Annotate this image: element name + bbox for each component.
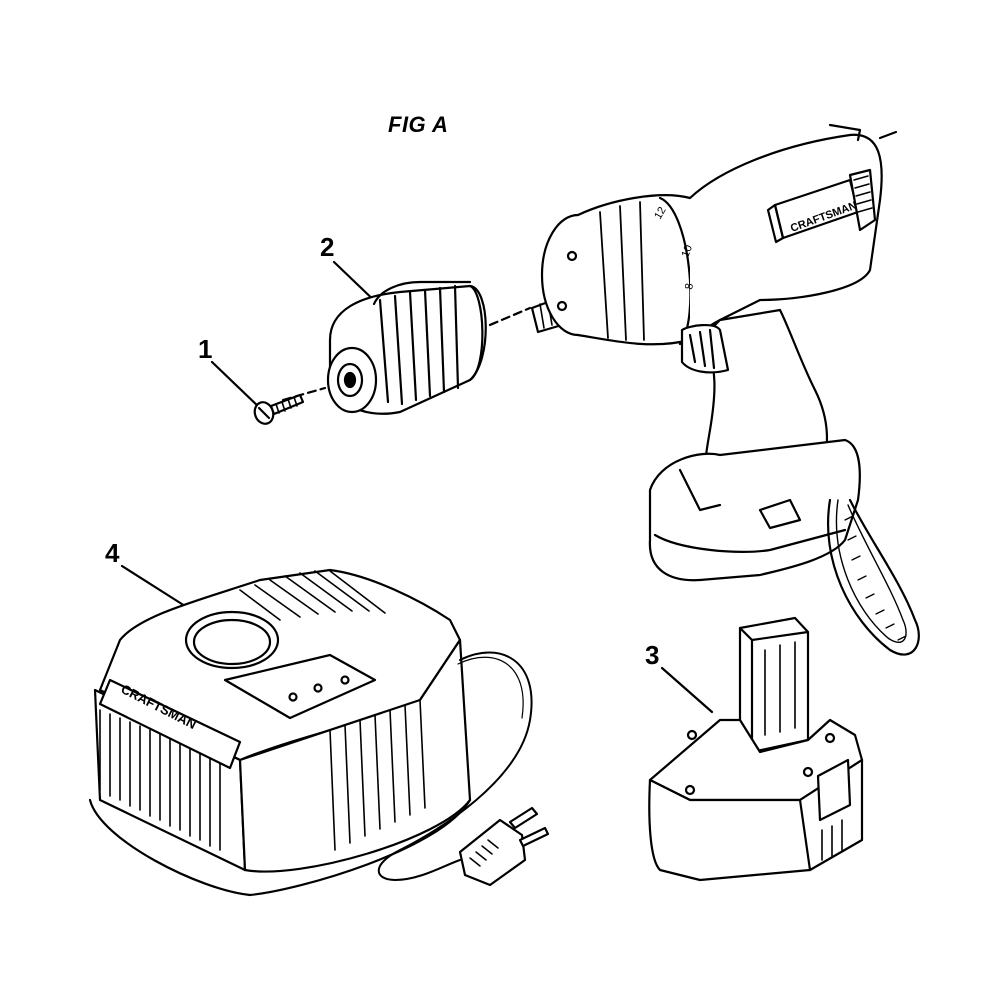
callout-4: 4 — [105, 538, 120, 568]
callout-3: 3 — [645, 640, 660, 670]
leader-1 — [210, 360, 264, 412]
battery-part — [648, 616, 864, 882]
charger-part — [88, 568, 550, 897]
clutch-number-10: 10 — [680, 243, 695, 259]
leader-4 — [120, 564, 187, 608]
clutch-number-12: 12 — [652, 205, 669, 222]
clutch-number-8: 8 — [683, 282, 696, 290]
figure-title: FIG A — [388, 112, 449, 137]
drill-body — [530, 123, 920, 656]
leader-3 — [660, 666, 714, 714]
callout-2: 2 — [320, 232, 335, 262]
callout-1: 1 — [198, 334, 213, 364]
chuck-part — [326, 280, 487, 415]
axis-line-chuck — [476, 306, 532, 332]
screw-part — [253, 393, 305, 425]
